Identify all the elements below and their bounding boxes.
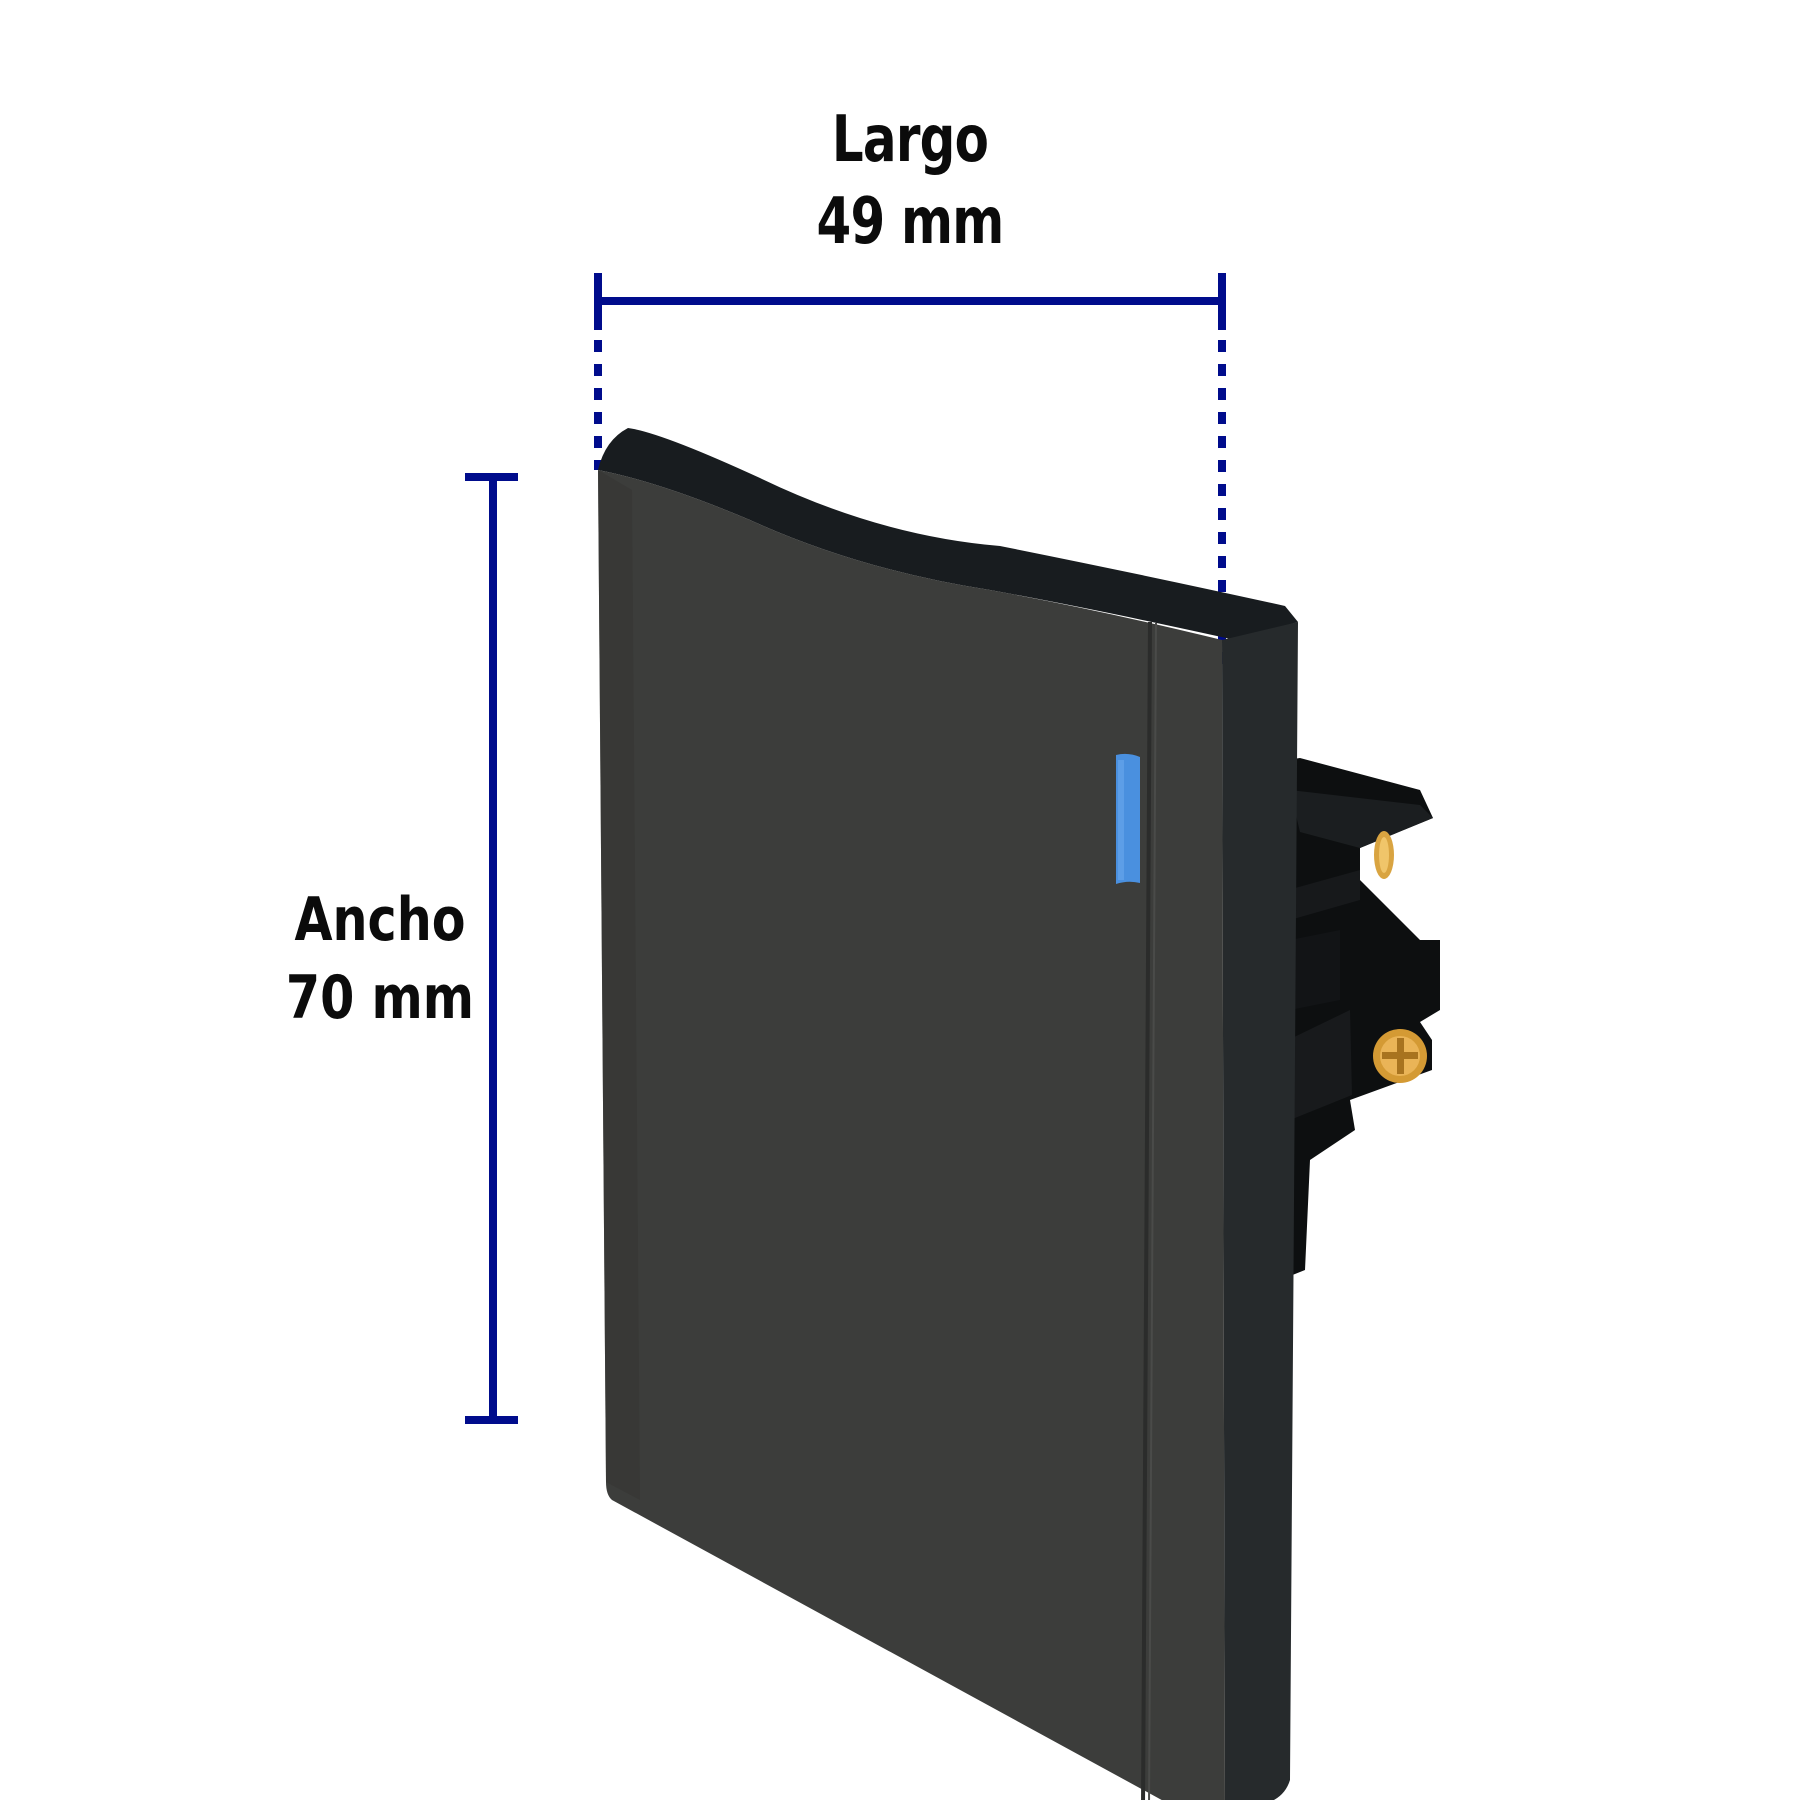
width-dimension-line [465, 473, 518, 1424]
length-label: Largo 49 mm [762, 108, 1058, 254]
width-label: Ancho 70 mm [249, 890, 511, 1028]
length-label-value: 49 mm [816, 185, 1005, 259]
switch-mechanism [1280, 758, 1440, 1280]
width-label-value: 70 mm [285, 963, 475, 1033]
width-label-title: Ancho [294, 885, 466, 955]
switch-plate [598, 428, 1298, 1800]
length-label-title: Largo [831, 103, 989, 177]
indicator-light-icon [1116, 753, 1140, 884]
terminal-screw-icon [1373, 1029, 1427, 1083]
terminal-screw-icon [1374, 831, 1394, 879]
